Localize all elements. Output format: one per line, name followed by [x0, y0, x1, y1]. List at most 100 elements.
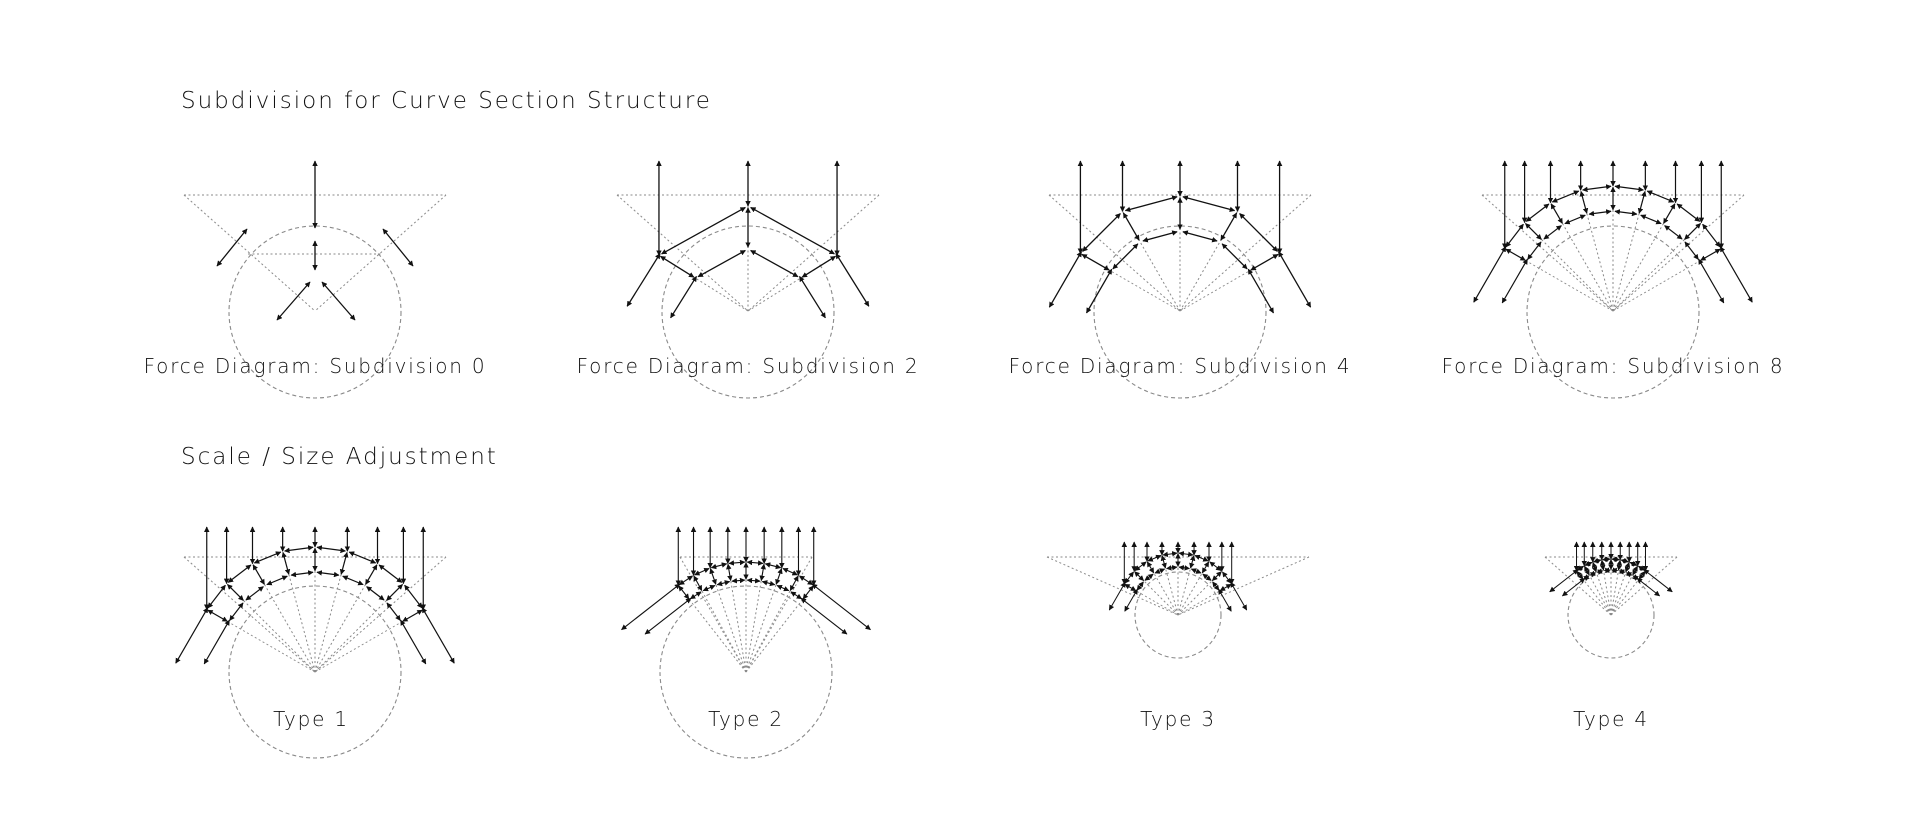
force-arrow [1589, 570, 1597, 578]
force-arrow [1525, 203, 1550, 222]
force-arrow [1636, 577, 1661, 597]
force-arrow [1048, 251, 1082, 308]
force-arrow [1698, 258, 1725, 304]
force-arrow [245, 586, 264, 601]
force-arrow [227, 564, 252, 583]
force-arrow [678, 575, 693, 586]
force-arrow [1194, 554, 1209, 562]
force-arrow [1202, 573, 1212, 581]
force-arrow [316, 545, 346, 554]
force-arrow [1564, 214, 1586, 225]
construction-line [314, 194, 447, 312]
force-arrow [798, 275, 826, 319]
construction-line [745, 575, 799, 673]
force-arrow [1136, 581, 1144, 591]
construction-line [709, 567, 747, 673]
force-arrow [366, 586, 385, 601]
force-arrow [1614, 209, 1638, 217]
construction-line [1161, 554, 1179, 616]
subdivision-section-title: Subdivision for Curve Section Structure [181, 88, 712, 114]
force-arrow [716, 580, 731, 587]
force-arrow [1209, 561, 1222, 571]
construction-line [747, 194, 880, 312]
force-arrow [1588, 209, 1612, 217]
force-arrow [761, 580, 776, 587]
force-arrow [1112, 243, 1139, 270]
construction-line [314, 556, 447, 673]
force-arrow [284, 545, 314, 554]
caption-type-4: Type 4 [1573, 707, 1649, 731]
construction-line [1179, 194, 1312, 312]
force-arrow [386, 602, 401, 621]
force-arrow [1221, 243, 1248, 270]
scale-section-title: Scale / Size Adjustment [181, 444, 498, 470]
force-arrow [746, 559, 764, 566]
force-arrow [1134, 571, 1145, 582]
boundary-circle [1134, 571, 1222, 659]
force-arrow [1220, 212, 1238, 241]
force-arrow [1616, 559, 1623, 571]
force-arrow [1182, 195, 1236, 213]
construction-line [1124, 583, 1179, 616]
force-arrow [1596, 568, 1604, 575]
boundary-circle [228, 225, 402, 399]
force-diagram-subdivision-2 [616, 160, 880, 399]
force-arrow [321, 281, 356, 321]
boundary-circle [228, 585, 402, 759]
force-arrow [726, 563, 733, 582]
construction-line [1610, 556, 1678, 616]
construction-line [1146, 561, 1179, 616]
force-arrow [1684, 223, 1701, 240]
construction-line [1046, 556, 1179, 616]
force-arrow [764, 562, 782, 570]
force-arrow [1638, 570, 1646, 580]
force-arrow [1082, 213, 1121, 252]
force-arrow [1643, 569, 1673, 593]
force-arrow [1201, 561, 1210, 574]
force-arrow [689, 591, 702, 600]
force-arrow [1702, 223, 1721, 248]
force-arrow [1166, 565, 1178, 571]
force-arrow [776, 584, 790, 592]
force-arrow [1579, 190, 1589, 214]
force-arrow [1614, 184, 1644, 193]
boundary-circle [1526, 225, 1700, 399]
construction-line [183, 556, 316, 673]
force-arrow [750, 206, 835, 255]
construction-line [745, 563, 765, 673]
force-arrow [1144, 573, 1154, 581]
force-arrow [1278, 251, 1312, 308]
construction-line [1177, 583, 1232, 616]
boundary-circle [659, 585, 833, 759]
force-arrow [421, 607, 455, 664]
force-arrow [1211, 571, 1222, 582]
force-arrow [660, 255, 695, 278]
force-arrow [835, 253, 870, 307]
construction-line [1481, 194, 1614, 312]
force-arrow [1637, 190, 1647, 214]
force-arrow [378, 564, 403, 583]
force-arrow [1543, 225, 1562, 240]
force-arrow [1178, 551, 1194, 558]
force-arrow [1222, 571, 1232, 584]
scale-diagram-type-4 [1544, 541, 1678, 659]
construction-line [1133, 570, 1179, 616]
force-arrow [1676, 203, 1701, 222]
force-arrow [1212, 581, 1220, 591]
force-arrow [1632, 565, 1638, 576]
caption-subdivision-4: Force Diagram: Subdivision 4 [1008, 354, 1352, 378]
construction-line [1612, 194, 1745, 312]
force-arrow [1599, 559, 1606, 571]
force-arrow [276, 281, 311, 321]
force-arrow [1576, 570, 1584, 580]
force-arrow [175, 607, 209, 664]
force-arrow [709, 568, 717, 585]
force-arrow [1134, 561, 1147, 571]
force-arrow [1190, 568, 1202, 574]
force-arrow [207, 609, 228, 622]
construction-line [727, 563, 747, 673]
force-arrow [1124, 571, 1134, 584]
construction-line [616, 194, 749, 312]
force-diagram-subdivision-4 [1048, 160, 1312, 399]
